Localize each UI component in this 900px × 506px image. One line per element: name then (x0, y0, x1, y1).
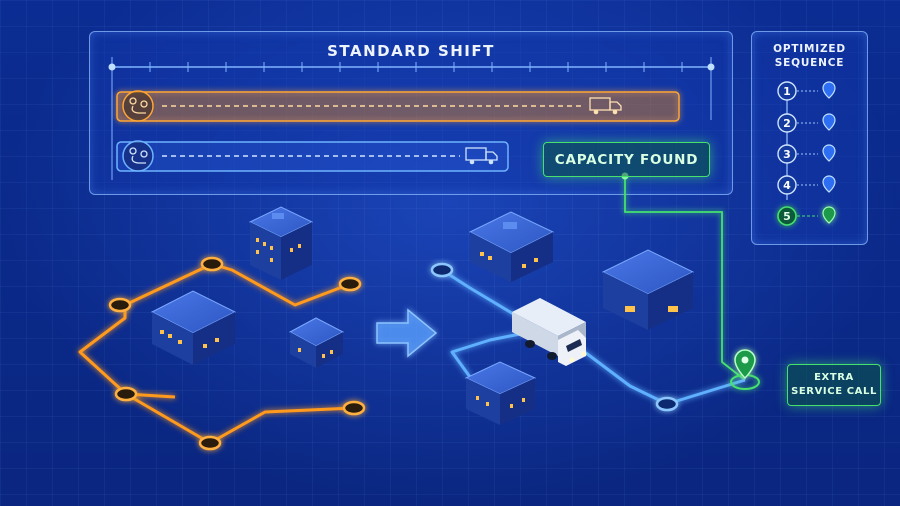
standard-route-bar (116, 91, 680, 122)
map-pin-icon (822, 113, 836, 131)
building (288, 317, 345, 368)
extra-service-line1: EXTRA (814, 372, 854, 383)
svg-text:3: 3 (783, 148, 791, 161)
route-pin-icon (122, 140, 154, 172)
extra-service-call-label: EXTRA SERVICE CALL (787, 364, 881, 406)
map-pin-icon (822, 175, 836, 193)
extra-service-line2: SERVICE CALL (791, 386, 877, 397)
svg-text:5: 5 (783, 210, 791, 223)
optimized-sequence-panel: OPTIMIZED SEQUENCE (751, 31, 868, 245)
capacity-connector (624, 176, 746, 381)
delivery-truck (512, 298, 587, 366)
sequence-step-5: 5 (777, 206, 836, 226)
shift-title: STANDARD SHIFT (327, 42, 495, 60)
building (468, 211, 555, 282)
building (248, 206, 314, 280)
truck-icon (589, 97, 622, 115)
sequence-step-4: 4 (777, 175, 836, 195)
route-pin-icon (122, 90, 154, 122)
map-pin-icon (822, 81, 836, 99)
capacity-found-label: CAPACITY FOUND (543, 142, 710, 177)
sequence-step-1: 1 (777, 81, 836, 101)
sequence-title: OPTIMIZED SEQUENCE (752, 42, 867, 70)
building (601, 249, 695, 330)
sequence-step-3: 3 (777, 144, 836, 164)
sequence-title-line2: SEQUENCE (774, 57, 845, 69)
truck-icon (465, 147, 498, 165)
building (150, 290, 237, 365)
optimized-route-bar (116, 141, 509, 172)
svg-text:1: 1 (783, 85, 791, 98)
map-pin-icon (822, 144, 836, 162)
sequence-title-line1: OPTIMIZED (773, 43, 846, 55)
map-pin-icon (822, 206, 836, 224)
shift-timeline (108, 57, 715, 180)
arrow-right-icon (376, 308, 438, 358)
svg-text:2: 2 (783, 117, 791, 130)
map-pin-icon (730, 349, 760, 390)
building (464, 361, 537, 425)
svg-text:4: 4 (783, 179, 791, 192)
sequence-list: 1 2 3 4 5 (777, 81, 836, 226)
sequence-step-2: 2 (777, 113, 836, 133)
standard-route-map (78, 256, 366, 451)
